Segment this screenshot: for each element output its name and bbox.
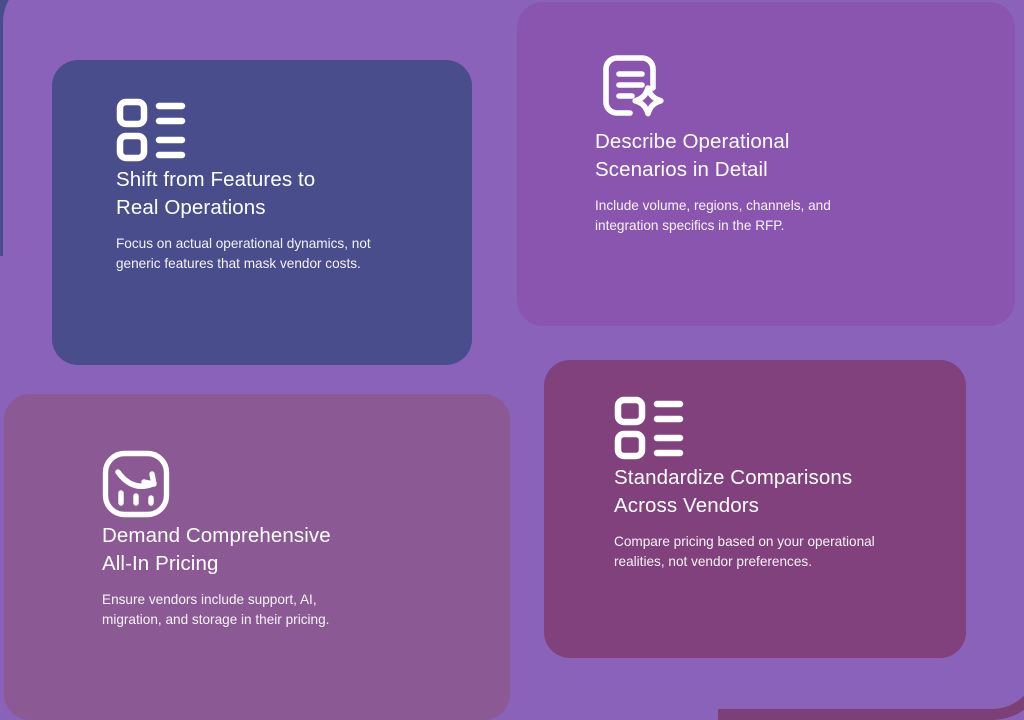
card-standardize-comparisons[interactable]: Standardize Comparisons Across Vendors C… [544,360,966,658]
card-shift-from-features[interactable]: Shift from Features to Real Operations F… [52,60,472,365]
card-description: Ensure vendors include support, AI, migr… [102,592,330,627]
declining-chart-icon [102,450,454,518]
card-title: Demand Comprehensive All-In Pricing [102,524,331,575]
card-title: Standardize Comparisons Across Vendors [614,466,853,517]
checklist-icon [116,98,432,162]
checklist-icon [614,396,926,460]
card-demand-all-in-pricing[interactable]: Demand Comprehensive All-In Pricing Ensu… [4,394,510,720]
document-sparkle-icon [595,52,967,124]
card-describe-operational-scenarios[interactable]: Describe Operational Scenarios in Detail… [517,2,1015,326]
card-description: Compare pricing based on your operationa… [614,534,875,569]
card-title: Shift from Features to Real Operations [116,168,316,219]
card-title: Describe Operational Scenarios in Detail [595,130,790,181]
card-description: Focus on actual operational dynamics, no… [116,236,371,271]
card-description: Include volume, regions, channels, and i… [595,198,831,233]
